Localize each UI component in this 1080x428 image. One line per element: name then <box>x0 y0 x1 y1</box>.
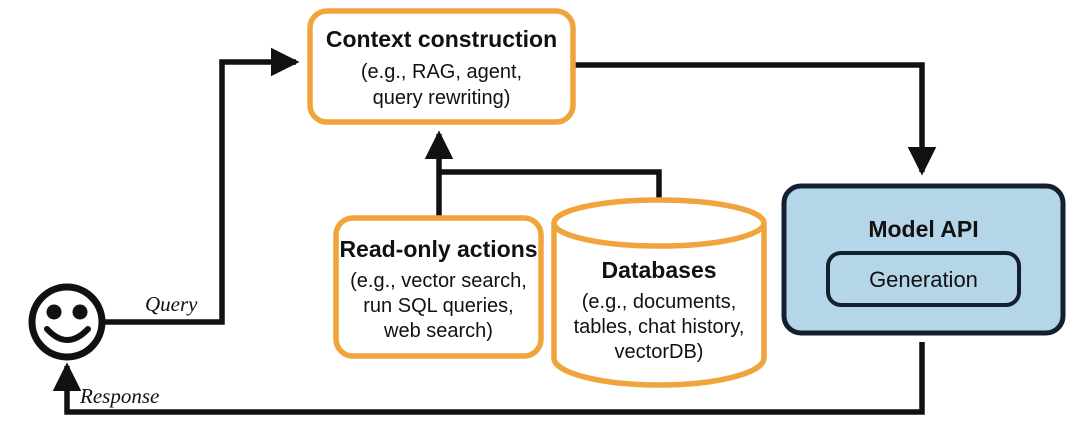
smiley-eye-left <box>46 304 62 320</box>
databases-sub-2: tables, chat history, <box>574 316 745 338</box>
smiley-face-icon[interactable] <box>28 283 106 361</box>
response-arrow-path <box>52 342 925 415</box>
context-construction-title: Context construction <box>326 26 557 52</box>
context-construction-sub-2: query rewriting) <box>373 87 511 109</box>
read-only-actions-sub-3: web search) <box>383 320 493 342</box>
edge-query: Query <box>100 47 300 325</box>
smiley-mouth <box>44 326 91 343</box>
node-model-api[interactable]: Model API Generation <box>781 183 1066 336</box>
context-to-model-arrow-path <box>573 62 937 176</box>
smiley-eye-right <box>72 304 88 320</box>
context-construction-sub-1: (e.g., RAG, agent, <box>361 61 522 83</box>
node-read-only-actions[interactable]: Read-only actions (e.g., vector search, … <box>333 215 544 359</box>
node-context-construction[interactable]: Context construction (e.g., RAG, agent, … <box>307 8 576 125</box>
read-only-actions-title: Read-only actions <box>339 236 537 262</box>
edge-databases-to-context <box>439 169 662 205</box>
context-construction-box[interactable] <box>307 8 576 125</box>
read-only-actions-sub-1: (e.g., vector search, <box>350 270 527 292</box>
read-only-actions-sub-2: run SQL queries, <box>363 295 513 317</box>
model-api-title: Model API <box>868 216 978 242</box>
databases-cylinder-top <box>551 197 767 249</box>
databases-to-context-path <box>439 169 662 205</box>
generation-box[interactable] <box>826 251 1021 307</box>
edge-label-response: Response <box>79 384 159 408</box>
edge-response: Response <box>52 342 925 415</box>
edge-label-query: Query <box>145 292 198 316</box>
databases-sub-1: (e.g., documents, <box>582 291 737 313</box>
read-only-actions-box[interactable] <box>333 215 544 359</box>
edge-context-to-model <box>573 62 937 176</box>
databases-cylinder-body[interactable] <box>551 223 767 388</box>
databases-sub-3: vectorDB) <box>615 341 704 363</box>
query-arrow-path <box>100 47 300 325</box>
databases-title: Databases <box>601 257 716 283</box>
node-user[interactable] <box>28 283 106 361</box>
node-databases[interactable]: Databases (e.g., documents, tables, chat… <box>551 197 767 388</box>
generation-label: Generation <box>869 267 978 292</box>
